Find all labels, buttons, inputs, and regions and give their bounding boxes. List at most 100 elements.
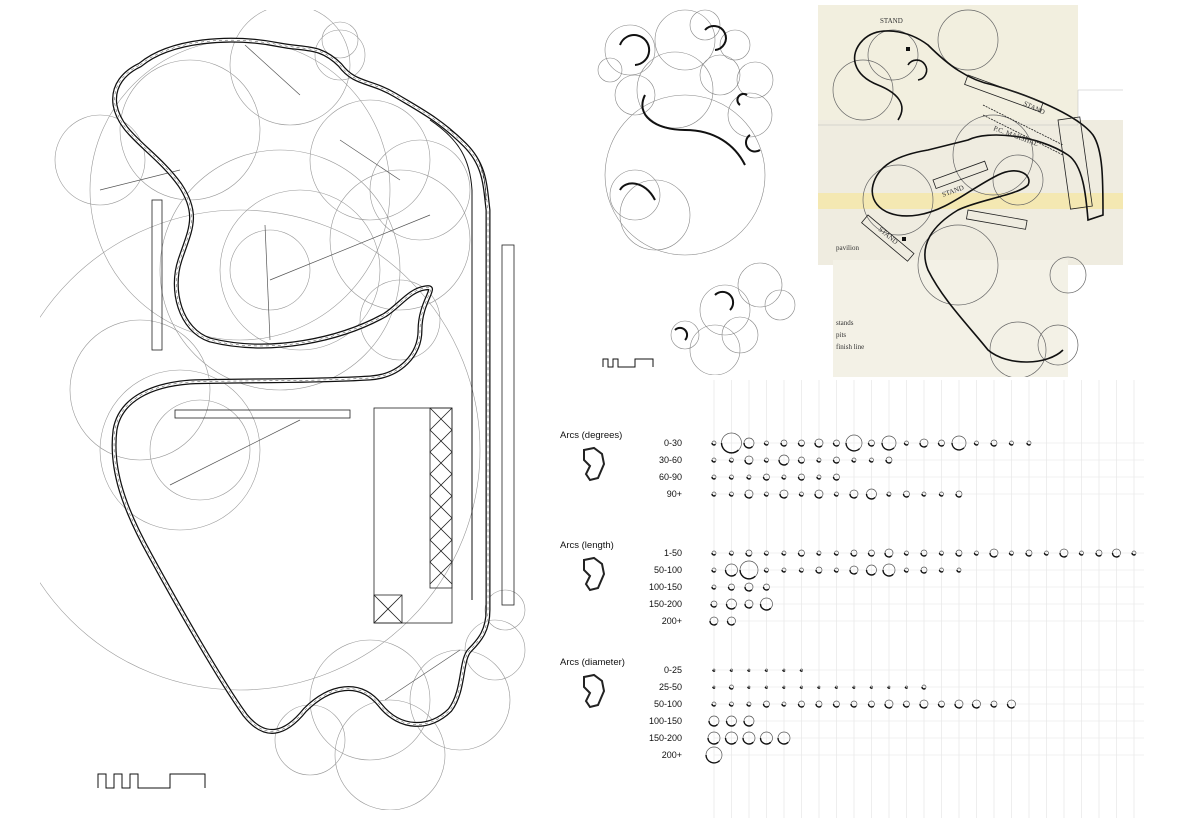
arc-sample-stroke	[782, 669, 786, 672]
arc-sample-stroke	[705, 754, 721, 764]
sketch-svg: STAND STAND STAND STAND P.C. MARSHAL pav…	[818, 5, 1123, 377]
arc-sample-stroke	[746, 476, 751, 480]
arc-sample-stroke	[816, 552, 821, 556]
arc-sample-stroke	[720, 442, 739, 454]
arc-sample-stroke	[849, 493, 858, 499]
arc-sample-stroke	[833, 569, 839, 573]
arc-sample-stroke	[1043, 552, 1049, 556]
arc-sample-stroke	[881, 442, 895, 451]
arc-row-label: 50-100	[654, 565, 682, 575]
arc-group-title: Arcs (length)	[560, 540, 614, 551]
arc-sample-stroke	[762, 703, 770, 708]
arc-sample-stroke	[1025, 552, 1032, 557]
arc-sample-stroke	[885, 459, 892, 464]
arc-sample-stroke	[711, 586, 716, 590]
arc-sample-stroke	[743, 720, 753, 727]
arc-sample-stroke	[797, 459, 805, 464]
hand-sketch-photo: STAND STAND STAND STAND P.C. MARSHAL pav…	[818, 5, 1123, 377]
arc-sample-stroke	[739, 569, 756, 580]
arc-row-label: 150-200	[649, 733, 682, 743]
arc-sample-stroke	[782, 686, 786, 689]
track-thumbnail-icon	[583, 556, 606, 592]
arc-sample-stroke	[780, 442, 787, 447]
arc-row-label: 100-150	[649, 582, 682, 592]
arc-sample-stroke	[759, 737, 772, 745]
arc-sample-stroke	[833, 552, 839, 556]
arc-sample-stroke	[798, 493, 804, 497]
arc-sample-stroke	[744, 603, 753, 609]
arc-sample-stroke	[742, 737, 754, 745]
arc-sample-stroke	[815, 569, 822, 574]
arc-sample-stroke	[884, 703, 893, 709]
arc-sample-stroke	[832, 476, 840, 481]
arc-sample-stroke	[1131, 552, 1136, 556]
sketch-note-1: pavilion	[836, 244, 859, 252]
circle-cluster-diagram	[575, 5, 815, 375]
arc-sample-stroke	[728, 493, 734, 497]
arc-row-label: 30-60	[659, 455, 682, 465]
arc-sample-stroke	[727, 586, 735, 591]
arc-sample-stroke	[845, 442, 861, 452]
arc-sample-stroke	[725, 720, 736, 727]
arc-sample-stroke	[711, 703, 716, 707]
arc-sample-stroke	[990, 442, 997, 447]
arc-sample-stroke	[849, 569, 858, 575]
arc-sample-stroke	[938, 493, 944, 497]
sketch-note-3: pits	[836, 331, 846, 339]
arc-row-label: 25-50	[659, 682, 682, 692]
arc-row-label: 90+	[667, 489, 682, 499]
arc-sample-stroke	[799, 669, 803, 672]
arc-sample-stroke	[724, 737, 737, 745]
arc-sample-stroke	[816, 476, 821, 480]
arc-sample-stroke	[711, 476, 716, 480]
arc-sample-stroke	[884, 552, 893, 558]
arc-sample-stroke	[955, 552, 962, 557]
arc-sample-stroke	[919, 442, 928, 448]
arc-group-title: Arcs (diameter)	[560, 657, 625, 668]
arc-sample-stroke	[865, 569, 876, 576]
arc-group-title: Arcs (degrees)	[560, 430, 622, 441]
arc-sample-stroke	[816, 459, 821, 463]
arc-sample-stroke	[869, 686, 873, 689]
arc-sample-stroke	[763, 552, 769, 556]
arc-sample-stroke	[779, 493, 788, 499]
arc-sample-stroke	[799, 686, 803, 689]
arc-row-label: 200+	[662, 616, 682, 626]
arc-sample-stroke	[1008, 442, 1014, 446]
arc-sample-stroke	[759, 603, 772, 611]
arc-sample-stroke	[902, 493, 910, 498]
arc-sample-stroke	[867, 552, 875, 557]
arc-sample-stroke	[798, 569, 804, 573]
arc-sample-stroke	[903, 552, 909, 556]
arc-sample-stroke	[729, 669, 733, 672]
arc-sample-stroke	[728, 552, 734, 556]
arc-sample-stroke	[778, 459, 788, 466]
arc-sample-stroke	[850, 552, 857, 557]
arc-sample-stroke	[708, 720, 718, 727]
arc-sample-stroke	[938, 552, 944, 556]
arc-sample-stroke	[903, 442, 909, 446]
arc-sample-stroke	[973, 552, 979, 556]
arc-sample-stroke	[762, 586, 770, 591]
arc-sample-stroke	[777, 737, 789, 745]
arc-sample-stroke	[709, 620, 718, 626]
arc-sample-stroke	[712, 669, 716, 672]
arc-sample-stroke	[728, 686, 734, 690]
arc-group: Arcs (diameter)0-2525-5050-100100-150150…	[560, 657, 1144, 764]
arc-sample-stroke	[747, 669, 751, 672]
arc-row-label: 1-50	[664, 548, 682, 558]
arc-sample-stroke	[711, 552, 716, 556]
arc-sample-stroke	[746, 703, 751, 707]
sketch-note-4: finish line	[836, 343, 864, 351]
arc-sample-stroke	[711, 569, 716, 573]
arc-sample-stroke	[814, 493, 823, 499]
arc-sample-stroke	[867, 703, 875, 708]
arc-sample-stroke	[921, 493, 926, 497]
arc-sample-stroke	[955, 493, 962, 498]
arc-sample-stroke	[725, 603, 736, 610]
arc-sample-stroke	[833, 493, 839, 497]
arc-group: Arcs (length)1-5050-100100-150150-200200…	[560, 540, 1144, 626]
arc-sample-stroke	[920, 569, 927, 574]
